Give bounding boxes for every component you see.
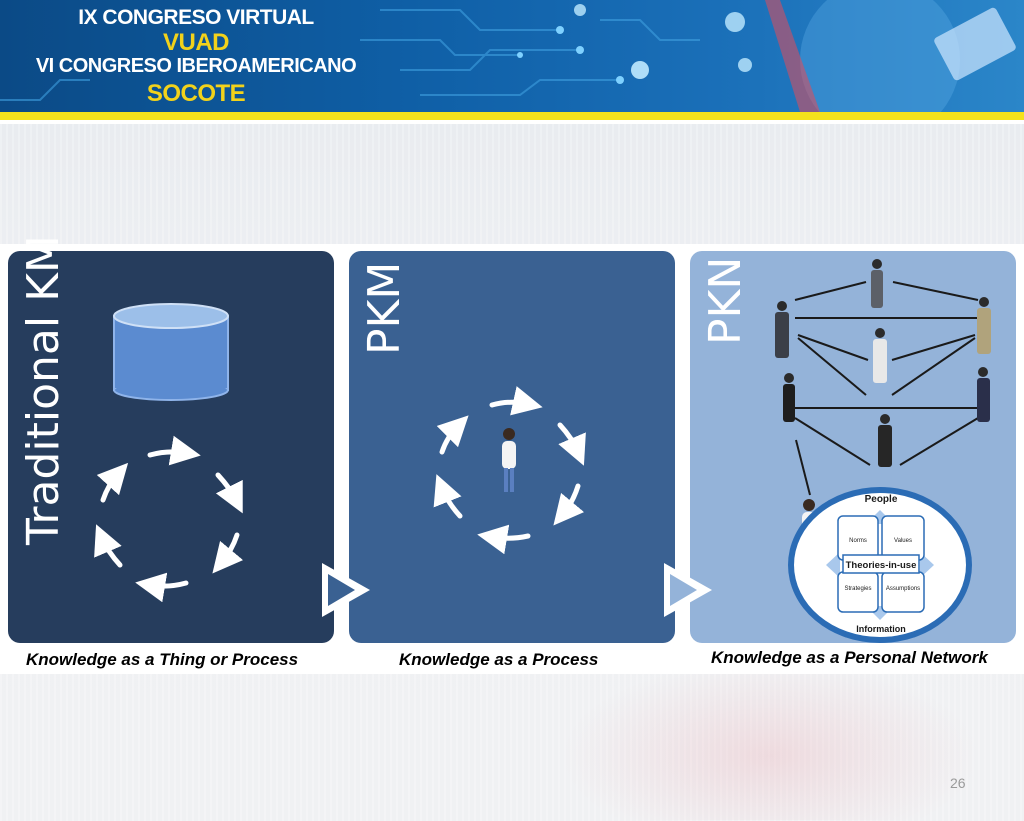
person-icon [783,373,795,422]
database-icon [113,303,229,401]
person-icon [871,259,883,308]
background-glow [560,660,980,820]
banner-line-3: VI CONGRESO IBEROAMERICANO [35,55,357,77]
model-quadrant-label: Strategies [844,586,871,592]
circuit-graphic [0,0,1016,112]
caption-pkm: Knowledge as a Process [399,650,599,669]
banner-yellow-bar [0,112,1024,120]
network-lines [794,281,979,496]
banner-line-1: IX CONGRESO VIRTUAL [78,6,314,29]
banner-divider [0,120,1024,124]
cycle-arrows-icon [433,386,586,555]
person-icon [977,367,990,422]
theories-in-use-diagram: People Information Theories-in-use Norms… [788,487,972,643]
person-icon [775,301,789,358]
person-icon [502,428,516,492]
header-banner: IX CONGRESO VIRTUAL VUAD VI CONGRESO IBE… [0,0,1024,112]
banner-line-4: SOCOTE [146,80,246,107]
caption-pkn: Knowledge as a Personal Network [711,648,988,667]
model-quadrant-label: Norms [849,538,867,544]
caption-traditional-km: Knowledge as a Thing or Process [26,650,299,669]
flow-arrow-icon [322,563,370,617]
banner-line-2: VUAD [162,29,230,56]
model-label-information: Information [856,624,906,634]
person-icon [977,297,991,354]
model-quadrant-label: Assumptions [886,586,920,592]
person-icon [873,328,887,383]
flow-arrow-icon [664,563,712,617]
model-label-center: Theories-in-use [846,560,917,571]
model-label-people: People [865,494,898,505]
model-quadrant-label: Values [894,538,912,544]
page-number: 26 [950,775,966,791]
cycle-arrows-icon [94,435,244,603]
person-icon [878,414,892,467]
